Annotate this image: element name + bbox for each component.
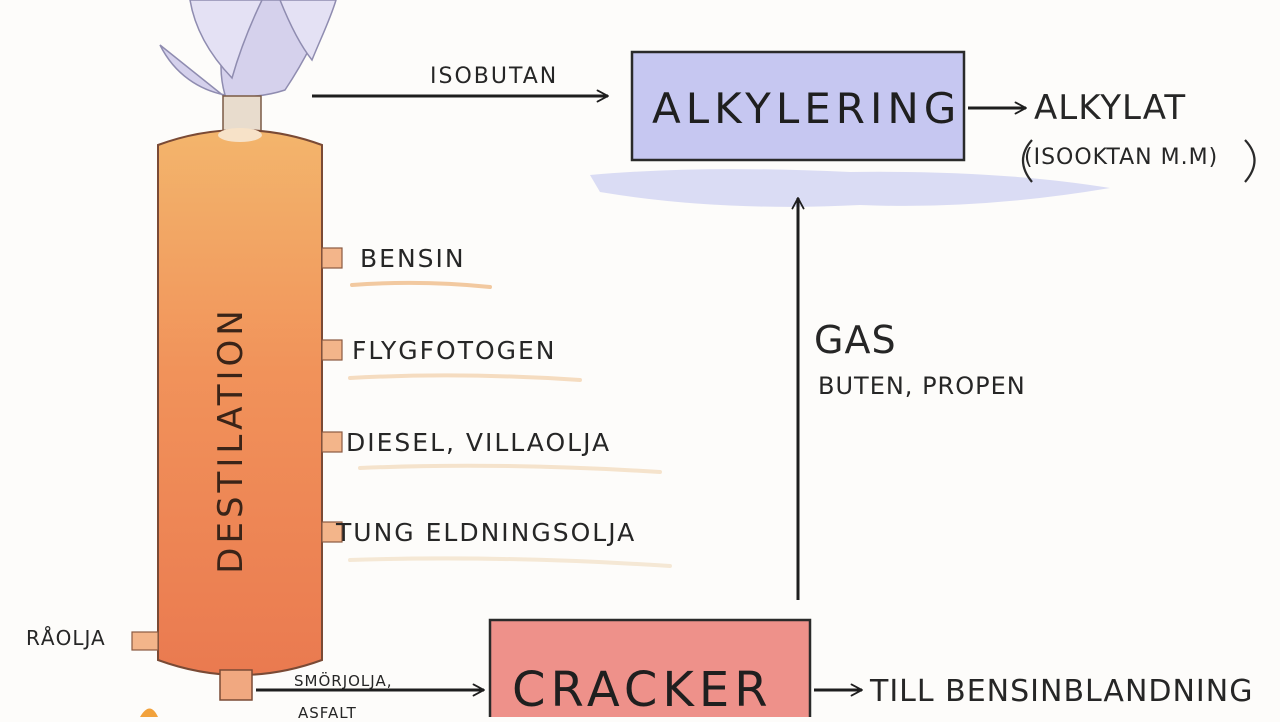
paren-left	[1021, 139, 1033, 183]
column-top-highlight	[218, 128, 262, 142]
outlet-diesel	[321, 431, 343, 453]
cracker-box	[488, 618, 812, 717]
watercolor-wash	[590, 169, 1110, 207]
asfalt-label: ASFALT	[298, 704, 357, 722]
flame-icon	[159, 0, 337, 98]
burner-flame-icon	[140, 708, 158, 717]
label-underlines	[348, 280, 672, 568]
gas-detail: BUTEN, PROPEN	[818, 372, 1026, 400]
fraction-label-diesel: DIESEL, VILLAOLJA	[346, 428, 612, 457]
fraction-outlets	[131, 247, 343, 651]
cracker-label: CRACKER	[512, 662, 773, 718]
flow-arrows	[256, 89, 1027, 697]
gas-label: GAS	[814, 318, 897, 362]
outlet-flygfotogen	[321, 339, 343, 361]
fraction-label-tung-eldningsolja: TUNG ELDNINGSOLJA	[336, 518, 637, 547]
bensinblandning-label: TILL BENSINBLANDNING	[870, 674, 1254, 709]
bottom-outlet-pipe	[219, 669, 253, 701]
raolja-label: RÅOLJA	[26, 626, 106, 650]
fraction-label-flygfotogen: FLYGFOTOGEN	[352, 336, 557, 365]
distillation-column	[157, 129, 323, 676]
alkylering-label: ALKYLERING	[652, 84, 962, 133]
paren-right	[1244, 139, 1256, 183]
alkylering-box	[630, 50, 966, 162]
outlet-bensin	[321, 247, 343, 269]
fraction-label-bensin: BENSIN	[360, 244, 466, 273]
inlet-raolja	[131, 631, 159, 651]
smorjolja-label: SMÖRJOLJA,	[294, 672, 393, 690]
outlet-tung-eldningsolja	[321, 521, 343, 543]
column-label: DESTILATION	[211, 306, 251, 574]
isobutan-label: ISOBUTAN	[430, 64, 559, 89]
alkylat-note: (ISOOKTAN M.M)	[1024, 145, 1219, 170]
alkylat-label: ALKYLAT	[1034, 88, 1187, 128]
